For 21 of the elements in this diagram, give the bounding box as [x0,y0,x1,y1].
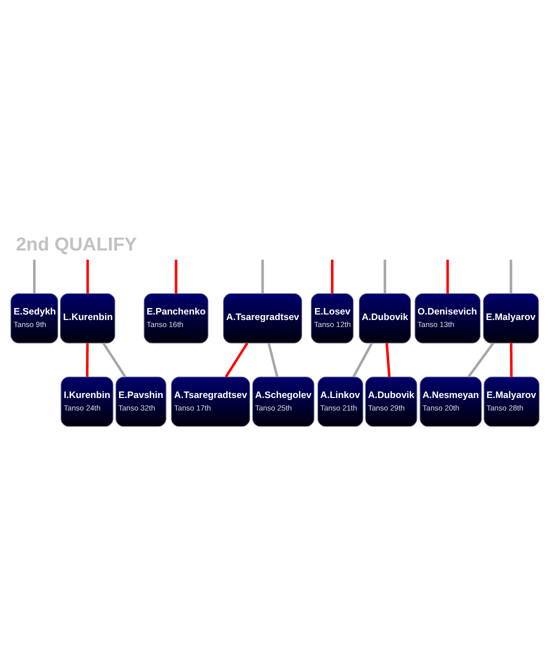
connector [352,342,373,378]
connector [510,260,512,294]
diagram-title: 2nd QUALIFY [16,233,137,254]
connector [268,342,278,378]
connector [386,343,391,377]
connector [174,260,178,294]
connector [102,342,126,378]
connector [510,343,513,377]
node-box: A.Dubovik [358,293,411,344]
node-box: A.Tsaregradtsev [223,293,302,344]
connector [261,260,264,294]
connector [446,260,449,294]
connector [467,342,494,378]
connector [330,260,334,294]
connector [86,260,89,294]
connector [33,260,36,294]
connector [86,343,89,377]
node-box: L.Kurenbin [60,293,116,344]
connector [384,260,386,294]
connector [224,342,248,378]
node-box: E.Malyarov [483,293,539,344]
